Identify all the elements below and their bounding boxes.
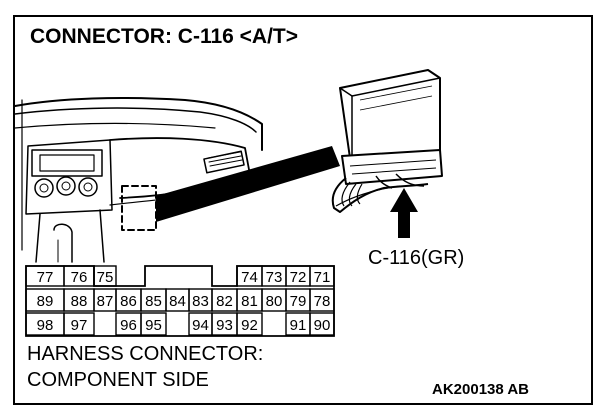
connector-pin-73: 73 xyxy=(266,269,283,286)
connector-pin-84: 84 xyxy=(169,293,186,310)
connector-pin-cell xyxy=(309,265,335,287)
connector-pin-cell xyxy=(63,312,95,336)
connector-callout-label: C-116(GR) xyxy=(368,247,465,269)
connector-pin-95: 95 xyxy=(145,317,162,334)
connector-pin-cell xyxy=(93,265,117,287)
connector-pin-79: 79 xyxy=(290,293,307,310)
connector-face: 77 76 75 74 73 72 71 89 88 87 86 85 84 83 82 81 80 79 78 98… xyxy=(25,265,335,337)
connector-pin-97: 97 xyxy=(71,317,88,334)
page-title: CONNECTOR: C-116 <A/T> xyxy=(30,25,299,48)
connector-pin-82: 82 xyxy=(216,293,233,310)
connector-pin-81: 81 xyxy=(241,293,258,310)
connector-pin-91: 91 xyxy=(290,317,307,334)
connector-pin-71: 71 xyxy=(314,269,331,286)
connector-pin-80: 80 xyxy=(266,293,283,310)
connector-pin-cell xyxy=(309,288,335,312)
connector-pin-92: 92 xyxy=(241,317,258,334)
outer-border xyxy=(13,15,593,405)
callout-arrow xyxy=(390,188,418,238)
connector-pin-89: 89 xyxy=(37,293,54,310)
connector-pin-72: 72 xyxy=(290,269,307,286)
connector-pin-85: 85 xyxy=(145,293,162,310)
connector-pin-83: 83 xyxy=(192,293,209,310)
connector-pin-76: 76 xyxy=(71,269,88,286)
connector-pin-77: 77 xyxy=(37,269,54,286)
reference-code: AK200138 AB xyxy=(432,381,529,398)
connector-pin-87: 87 xyxy=(97,293,114,310)
connector-pin-93: 93 xyxy=(216,317,233,334)
caption-line-2: COMPONENT SIDE xyxy=(27,369,209,391)
connector-pin-78: 78 xyxy=(314,293,331,310)
connector-pin-cell xyxy=(236,312,263,336)
connector-pin-cell xyxy=(309,312,335,336)
connector-pin-94: 94 xyxy=(192,317,209,334)
connector-pin-75: 75 xyxy=(97,269,114,286)
connector-pin-cell xyxy=(140,312,167,336)
connector-pin-88: 88 xyxy=(71,293,88,310)
connector-pin-86: 86 xyxy=(120,293,137,310)
leader-beam xyxy=(156,146,340,222)
caption-line-1: HARNESS CONNECTOR: xyxy=(27,343,264,365)
connector-pin-90: 90 xyxy=(314,317,331,334)
connector-pin-96: 96 xyxy=(120,317,137,334)
ecu-module xyxy=(331,69,443,213)
connector-pin-74: 74 xyxy=(241,269,258,286)
connector-pin-98: 98 xyxy=(37,317,54,334)
location-box xyxy=(121,185,157,231)
